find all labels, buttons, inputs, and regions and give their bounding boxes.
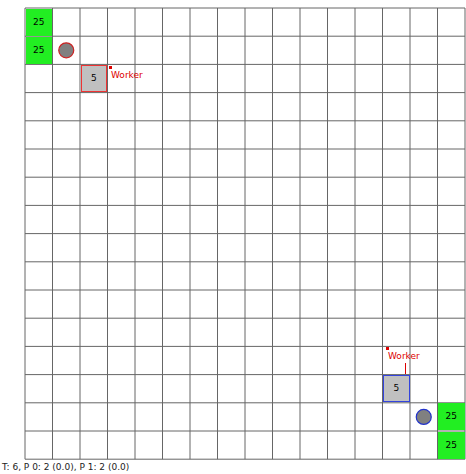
grid-line [25, 36, 465, 37]
grid-line [25, 459, 465, 460]
resource-amount: 5 [91, 74, 97, 83]
resource-amount: 25 [446, 412, 457, 421]
worker-unit [416, 409, 431, 424]
grid-line [25, 290, 465, 291]
production-line [405, 363, 406, 374]
grid-line [25, 8, 465, 9]
production-marker [386, 347, 389, 350]
grid-line [25, 431, 465, 432]
resource-amount: 5 [393, 384, 399, 393]
resource-amount: 25 [446, 441, 457, 450]
grid-line [25, 318, 465, 319]
grid-line [25, 205, 465, 206]
resource-cell: 25 [26, 9, 53, 36]
resource-cell: 25 [26, 37, 53, 64]
grid-line [25, 120, 465, 121]
grid-line [25, 149, 465, 150]
grid-line [25, 261, 465, 262]
production-marker [109, 66, 112, 69]
grid-line [25, 233, 465, 234]
base-building: 5 [81, 65, 108, 92]
status-caption: T: 6, P 0: 2 (0.0), P 1: 2 (0.0) [2, 463, 129, 472]
production-label: Worker [111, 71, 143, 80]
worker-unit [59, 43, 74, 58]
resource-cell: 25 [438, 432, 465, 459]
grid-line [25, 346, 465, 347]
grid-line [25, 92, 465, 93]
resource-amount: 25 [33, 46, 44, 55]
grid-line [25, 402, 465, 403]
production-label: Worker [388, 352, 420, 361]
resource-amount: 25 [33, 18, 44, 27]
grid-line [25, 177, 465, 178]
base-building: 5 [383, 375, 410, 402]
resource-cell: 25 [438, 403, 465, 430]
